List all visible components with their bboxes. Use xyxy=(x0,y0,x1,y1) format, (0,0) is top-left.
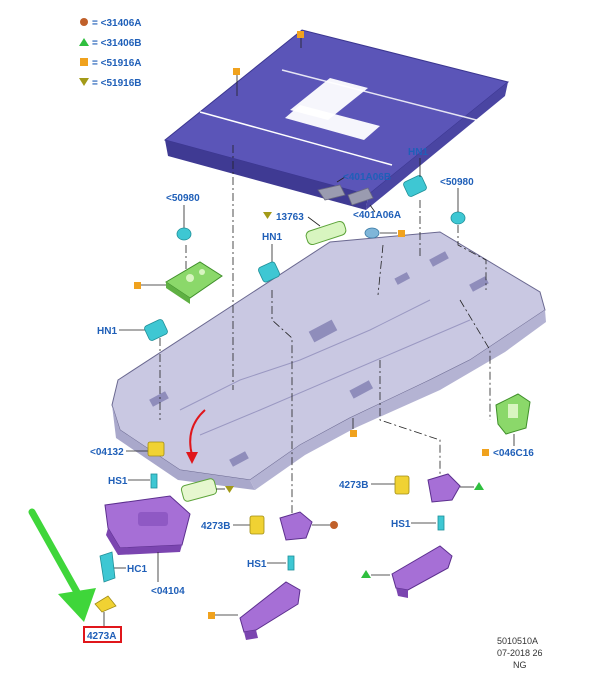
bracket-046c16 xyxy=(495,393,531,435)
screw-hs1-mid xyxy=(287,555,295,571)
roof-marker-square-2 xyxy=(233,68,240,75)
footer-illustration-code: 5010510A xyxy=(497,636,538,646)
grab-handle-mount-mid xyxy=(279,511,313,541)
label-046c16: <046C16 xyxy=(493,448,534,459)
orange-square-icon xyxy=(208,612,215,619)
label-4273b-mid: 4273B xyxy=(201,521,230,532)
orange-square-icon xyxy=(482,449,489,456)
orange-square-icon xyxy=(350,430,357,437)
orange-square-icon xyxy=(80,58,88,66)
footer-date-code: 07-2018 26 xyxy=(497,648,543,658)
label-hn1-top: HN1 xyxy=(408,147,428,158)
olive-triangle-icon xyxy=(263,212,272,219)
clip-hn1-top xyxy=(403,175,427,197)
label-hs1-left: HS1 xyxy=(108,476,128,487)
olive-triangle-icon xyxy=(225,486,234,493)
legend: = <31406A = <31406B = <51916A = <51916B xyxy=(79,18,142,89)
label-04104: <04104 xyxy=(151,586,185,597)
clip-4273a xyxy=(94,595,117,613)
sun-visor xyxy=(104,495,191,555)
footer-revision: NG xyxy=(513,660,527,670)
label-hn1-mid: HN1 xyxy=(262,232,282,243)
label-13763: 13763 xyxy=(276,212,304,223)
retainer-clip xyxy=(364,227,380,239)
legend-label-51916a: = <51916A xyxy=(92,58,142,69)
label-04132: <04132 xyxy=(90,447,124,458)
bracket-4273b-right xyxy=(394,475,410,495)
label-4273b-right: 4273B xyxy=(339,480,368,491)
visor-clip-hc1 xyxy=(99,551,116,583)
grab-handle-front xyxy=(239,581,301,640)
label-hs1-mid: HS1 xyxy=(247,559,267,570)
label-401a06b: <401A06B xyxy=(343,172,391,183)
legend-label-51916b: = <51916B xyxy=(92,78,142,89)
legend-label-31406b: = <31406B xyxy=(92,38,142,49)
highlight-box xyxy=(83,626,122,643)
green-triangle-icon xyxy=(474,482,484,490)
clip-hn1-mid xyxy=(258,261,280,283)
label-hs1-right: HS1 xyxy=(391,519,411,530)
brown-circle-icon xyxy=(80,18,88,26)
grab-handle-rear xyxy=(391,545,453,598)
green-triangle-icon xyxy=(361,570,371,578)
clip-hn1-left xyxy=(144,319,168,341)
label-50980-left: <50980 xyxy=(166,193,200,204)
legend-label-31406a: = <31406A xyxy=(92,18,142,29)
orange-square-icon xyxy=(398,230,405,237)
dome-light-lens xyxy=(305,220,347,246)
roof-panel xyxy=(163,29,510,210)
vanity-mirror-lens xyxy=(180,478,218,502)
brown-circle-icon xyxy=(330,521,338,529)
bracket-4273b-mid xyxy=(249,515,265,535)
screw-hs1-left xyxy=(150,473,158,489)
label-hn1-left: HN1 xyxy=(97,326,117,337)
clip-50980-left xyxy=(176,227,192,241)
overhead-console xyxy=(165,261,223,304)
coat-hook-pair xyxy=(317,184,374,206)
label-hc1: HC1 xyxy=(127,564,147,575)
olive-triangle-icon xyxy=(79,78,89,86)
label-50980-right: <50980 xyxy=(440,177,474,188)
headliner xyxy=(111,231,546,490)
grab-handle-mount-right xyxy=(427,473,461,503)
green-triangle-icon xyxy=(79,38,89,46)
roof-marker-square xyxy=(297,31,304,38)
visor-bracket xyxy=(147,441,165,457)
green-arrow-icon xyxy=(28,508,96,622)
label-401a06a: <401A06A xyxy=(353,210,401,221)
screw-hs1-right xyxy=(437,515,445,531)
label-4273a: 4273A xyxy=(87,631,116,642)
orange-square-icon xyxy=(134,282,141,289)
clip-50980-right xyxy=(450,211,466,225)
